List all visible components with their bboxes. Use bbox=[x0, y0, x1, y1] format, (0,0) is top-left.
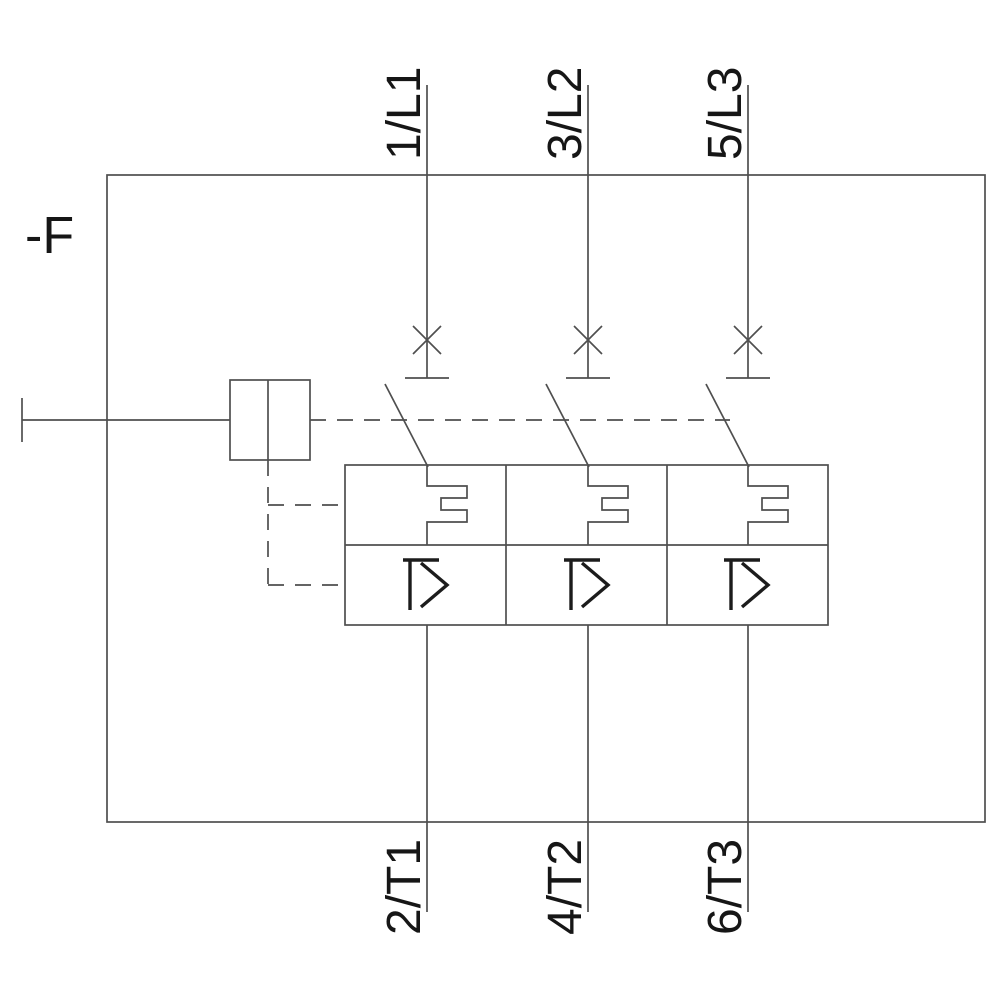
pole1-overcurrent-gt-stroke bbox=[419, 561, 450, 609]
terminal-label-5L3: 5/L3 bbox=[699, 67, 752, 160]
pole1-moving-contact bbox=[384, 383, 429, 468]
terminal-label-4T2: 4/T2 bbox=[539, 839, 592, 935]
operating-mechanism bbox=[229, 379, 345, 586]
pole1-overcurrent-release-icon bbox=[403, 558, 450, 610]
pole2-overcurrent-release-icon bbox=[564, 558, 611, 610]
pole-3 bbox=[705, 85, 789, 912]
device-designation-label: -F bbox=[25, 207, 74, 265]
pole3-breaker-cross-icon bbox=[733, 325, 763, 355]
pole2-breaker-cross-icon bbox=[573, 325, 603, 355]
pole3-overcurrent-gt-stroke bbox=[740, 561, 771, 609]
terminal-label-6T3: 6/T3 bbox=[699, 839, 752, 935]
pole2-thermal-release-icon bbox=[587, 465, 629, 545]
pole2-overcurrent-gt-stroke bbox=[580, 561, 611, 609]
terminal-label-3L2: 3/L2 bbox=[539, 67, 592, 160]
pole1-thermal-release-icon bbox=[426, 465, 468, 545]
mechanism-box bbox=[229, 379, 311, 461]
pole3-moving-contact bbox=[705, 383, 750, 468]
device-boundary-box bbox=[106, 174, 986, 823]
pole3-overcurrent-release-icon bbox=[724, 558, 771, 610]
terminal-label-1L1: 1/L1 bbox=[378, 67, 431, 160]
terminal-label-2T1: 2/T1 bbox=[378, 839, 431, 935]
pole-2 bbox=[545, 85, 629, 912]
pole1-breaker-cross-icon bbox=[412, 325, 442, 355]
pole-1 bbox=[384, 85, 468, 912]
pole2-moving-contact bbox=[545, 383, 590, 468]
pole3-thermal-release-icon bbox=[747, 465, 789, 545]
